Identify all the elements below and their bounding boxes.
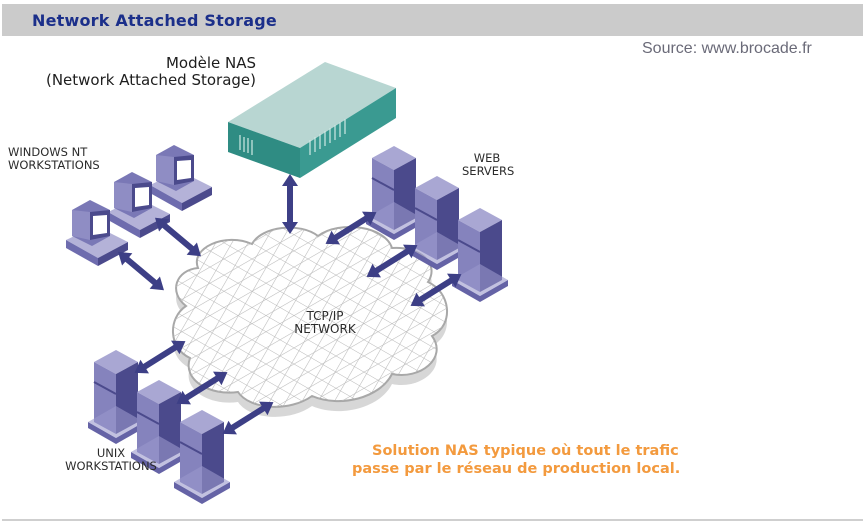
unix-label-line2: WORKSTATIONS: [65, 458, 157, 473]
web-server-icon: [365, 145, 423, 241]
bottom-divider: [2, 519, 863, 521]
windows-link-arrow-icon: [149, 211, 207, 263]
network-label-line1: TCP/IP: [306, 309, 344, 323]
windows-label-line1: WINDOWS NT: [8, 145, 88, 159]
source-credit: Source: www.brocade.fr: [642, 40, 812, 57]
unix-workstation-icon: [87, 349, 145, 445]
nas-model-line1: Modèle NAS: [165, 54, 256, 72]
network-label: TCP/IP NETWORK: [270, 309, 380, 337]
web-label-line1: WEB: [473, 151, 501, 165]
web-servers-label: WEB SERVERS: [462, 151, 515, 178]
header-bar: Network Attached Storage: [2, 4, 863, 36]
windows-link-arrow-icon: [112, 245, 170, 297]
caption-line1: Solution NAS typique où tout le trafic: [372, 443, 679, 459]
unix-label-line1: UNIX: [96, 446, 126, 460]
nas-model-label: Modèle NAS (Network Attached Storage): [38, 55, 256, 89]
unix-workstations-label: UNIX WORKSTATIONS: [56, 447, 166, 473]
page-title: Network Attached Storage: [32, 11, 277, 30]
web-label-line2: SERVERS: [462, 163, 515, 178]
windows-workstation-icon: [150, 145, 212, 211]
web-server-icon: [408, 175, 466, 271]
unix-workstation-icon: [173, 409, 231, 505]
nas-link-arrow-icon: [282, 174, 298, 234]
windows-label-line2: WORKSTATIONS: [8, 157, 100, 172]
nas-model-line2: (Network Attached Storage): [45, 70, 256, 89]
windows-workstations-label: WINDOWS NT WORKSTATIONS: [8, 146, 100, 172]
caption-line2: passe par le réseau de production local.: [352, 460, 681, 477]
diagram-caption: Solution NAS typique où tout le trafic p…: [352, 443, 742, 478]
web-server-icon: [451, 207, 509, 303]
nas-device-icon: [228, 62, 396, 178]
network-label-line2: NETWORK: [294, 322, 356, 337]
